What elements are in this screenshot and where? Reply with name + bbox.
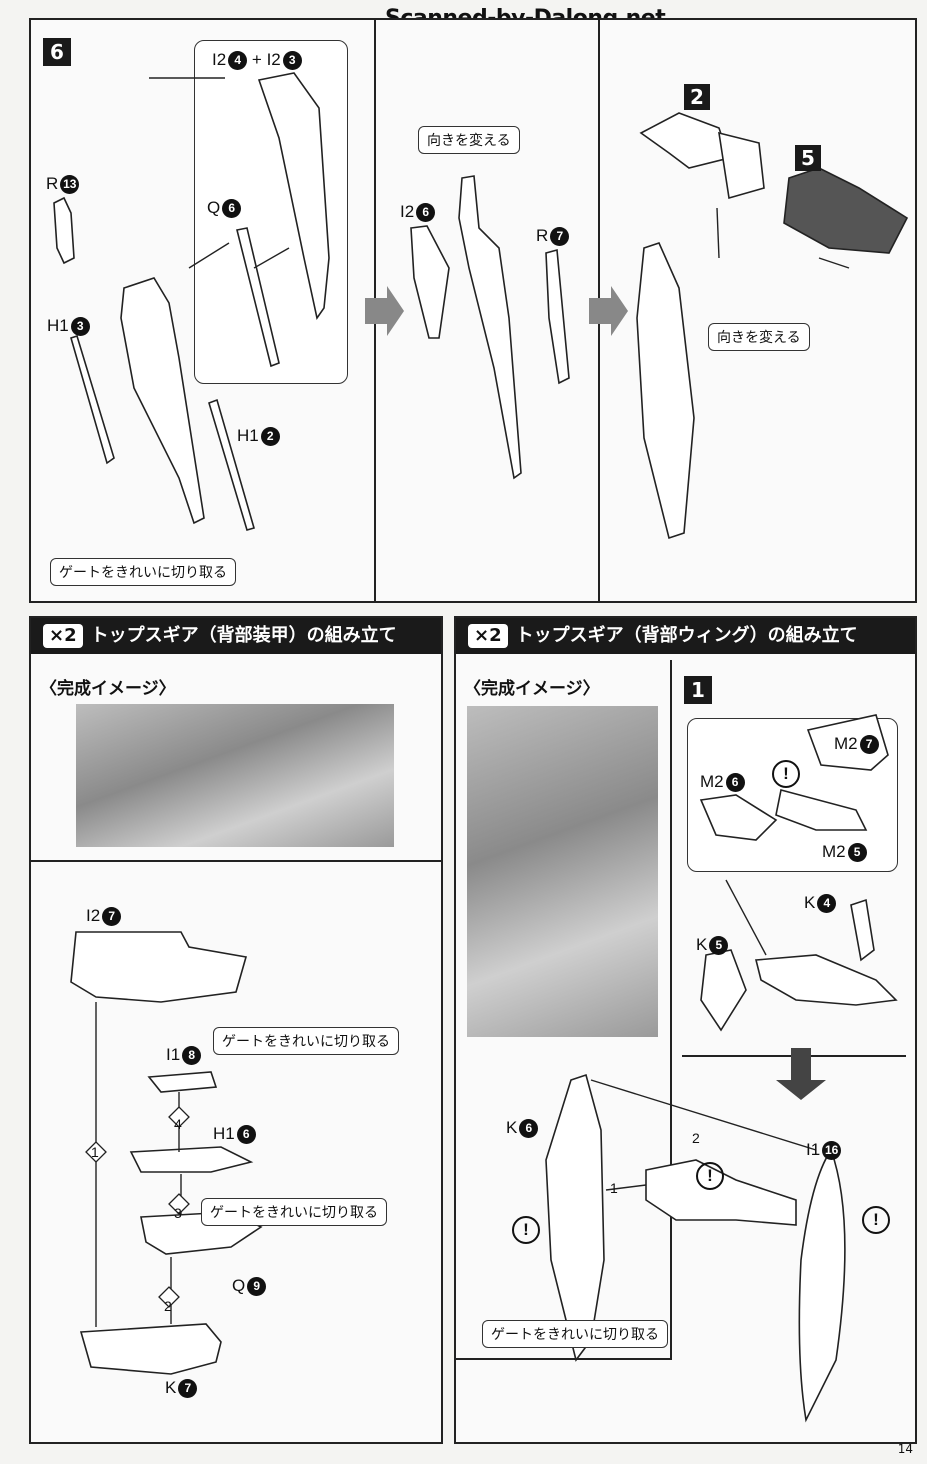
left-section-divider xyxy=(31,860,441,862)
step-label-2: 2 xyxy=(164,1298,172,1314)
warning-mark: ! xyxy=(862,1206,890,1234)
step-label-3: 3 xyxy=(174,1205,182,1221)
note-gate-cut: ゲートをきれいに切り取る xyxy=(50,558,236,586)
step-number: 1 xyxy=(684,676,712,704)
step-label-2: 2 xyxy=(692,1130,700,1146)
section-title: トップスギア（背部ウィング）の組み立て xyxy=(515,625,858,646)
right-section-header: ×2 トップスギア（背部ウィング）の組み立て xyxy=(456,618,915,654)
step-number: 6 xyxy=(43,38,71,66)
warning-mark: ! xyxy=(696,1162,724,1190)
note-gate-cut-right: ゲートをきれいに切り取る xyxy=(482,1320,668,1348)
page-number: 14 xyxy=(897,1442,913,1456)
note-gate-cut-left-1: ゲートをきれいに切り取る xyxy=(213,1027,399,1055)
step-label-1: 1 xyxy=(91,1144,99,1160)
step6-drawings xyxy=(53,72,909,540)
callout-part-5: 5 xyxy=(795,145,821,171)
multiplier-badge: ×2 xyxy=(468,624,508,648)
step-label-4: 4 xyxy=(174,1116,182,1132)
section-title: トップスギア（背部装甲）の組み立て xyxy=(90,625,397,646)
image-box xyxy=(456,660,672,1360)
left-section-header: ×2 トップスギア（背部装甲）の組み立て xyxy=(31,618,441,654)
image-caption: 〈完成イメージ〉 xyxy=(40,679,176,699)
warning-mark: ! xyxy=(772,760,800,788)
right-assembly-drawing xyxy=(545,714,898,1423)
note-turn-around-2: 向きを変える xyxy=(708,323,810,351)
warning-mark: ! xyxy=(512,1216,540,1244)
completed-image-photo xyxy=(76,704,394,847)
step-label-1: 1 xyxy=(610,1180,618,1196)
callout-part-2: 2 xyxy=(684,84,710,110)
step6-panel xyxy=(29,18,917,603)
completed-image-photo xyxy=(467,706,658,1037)
multiplier-badge: ×2 xyxy=(43,624,83,648)
image-caption: 〈完成イメージ〉 xyxy=(464,679,600,699)
note-turn-around-1: 向きを変える xyxy=(418,126,520,154)
note-gate-cut-left-2: ゲートをきれいに切り取る xyxy=(201,1198,387,1226)
